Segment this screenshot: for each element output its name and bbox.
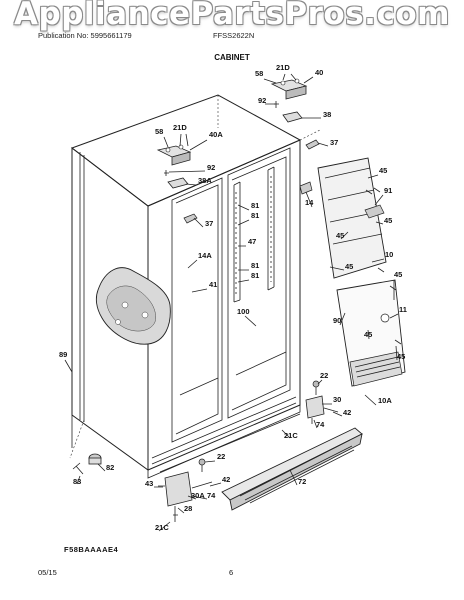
part-label-21c: 21C — [284, 431, 298, 440]
part-label-14: 14 — [305, 198, 314, 207]
part-label-22: 22 — [217, 452, 225, 461]
part-label-30a: 30A — [191, 491, 205, 500]
part-label-30: 30 — [333, 395, 341, 404]
part-label-22: 22 — [320, 371, 328, 380]
part-label-37: 37 — [330, 138, 338, 147]
top-hinge-left — [156, 144, 198, 224]
rear-panel — [299, 157, 406, 387]
part-label-40: 40 — [315, 68, 323, 77]
part-label-42: 42 — [222, 475, 230, 484]
part-label-91: 91 — [384, 186, 392, 195]
part-label-89: 89 — [59, 350, 67, 359]
part-label-47: 47 — [248, 237, 256, 246]
part-label-11: 11 — [399, 305, 407, 314]
cabinet-shell — [69, 94, 321, 479]
model-number: FFSS2622N — [213, 31, 255, 40]
part-label-92: 92 — [258, 96, 266, 105]
part-label-43: 43 — [145, 479, 153, 488]
bottom-hinge-right — [305, 380, 339, 424]
part-label-74: 74 — [207, 491, 216, 500]
part-label-45: 45 — [384, 216, 392, 225]
part-label-42: 42 — [343, 408, 351, 417]
part-label-10: 10 — [385, 250, 393, 259]
shelf-rails — [233, 166, 275, 303]
footer-date: 05/15 — [38, 568, 57, 577]
part-label-45: 45 — [394, 270, 402, 279]
part-label-14a: 14A — [198, 251, 212, 260]
side-patch — [95, 267, 171, 345]
footer-page: 6 — [229, 568, 234, 577]
part-label-72: 72 — [298, 477, 306, 486]
part-label-83: 83 — [73, 477, 81, 486]
part-label-45: 45 — [364, 330, 372, 339]
part-label-21c: 21C — [155, 523, 169, 532]
part-label-45: 45 — [397, 352, 405, 361]
top-hinge-right — [270, 78, 320, 150]
section-title: CABINET — [214, 53, 250, 62]
part-label-28: 28 — [184, 504, 192, 513]
part-label-74: 74 — [316, 420, 325, 429]
leveler — [72, 453, 102, 475]
part-label-37: 37 — [205, 219, 213, 228]
figure-code: F58BAAAAE4 — [64, 545, 119, 554]
part-label-38a: 38A — [198, 176, 212, 185]
part-label-81: 81 — [251, 211, 259, 220]
part-label-58: 58 — [155, 127, 163, 136]
part-label-45: 45 — [336, 231, 344, 240]
part-label-45: 45 — [345, 262, 353, 271]
part-label-90: 90 — [333, 316, 341, 325]
part-label-38: 38 — [323, 110, 331, 119]
part-label-81: 81 — [251, 271, 259, 280]
part-label-81: 81 — [251, 201, 259, 210]
part-label-40a: 40A — [209, 130, 223, 139]
part-label-45: 45 — [379, 166, 387, 175]
part-label-58: 58 — [255, 69, 263, 78]
leader-lines — [64, 73, 399, 532]
part-label-21d: 21D — [173, 123, 187, 132]
part-label-92: 92 — [207, 163, 215, 172]
part-label-100: 100 — [237, 307, 250, 316]
part-label-82: 82 — [106, 463, 114, 472]
part-label-81: 81 — [251, 261, 259, 270]
publication-number: Publication No: 5995661179 — [38, 31, 132, 40]
watermark: AppliancePartsPros.com — [14, 0, 450, 32]
part-label-10a: 10A — [378, 396, 392, 405]
bottom-hinge-left — [158, 458, 213, 522]
part-label-41: 41 — [209, 280, 217, 289]
kick-grille — [221, 427, 363, 511]
part-label-21d: 21D — [276, 63, 290, 72]
